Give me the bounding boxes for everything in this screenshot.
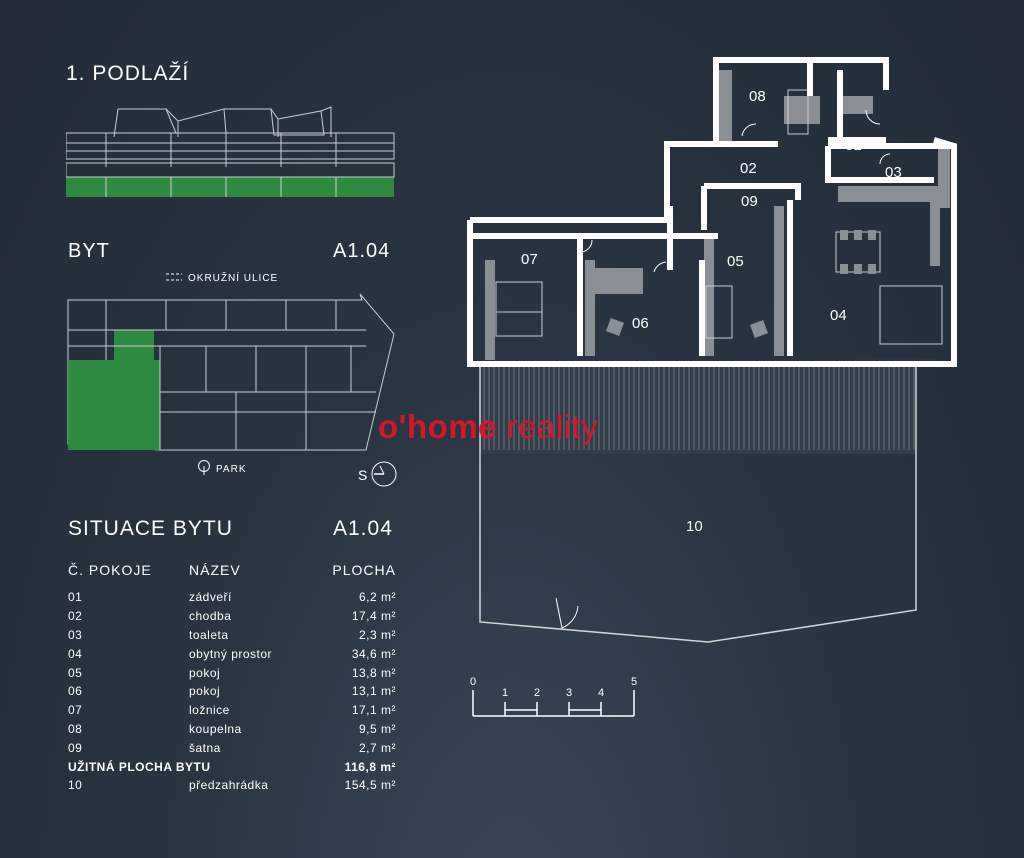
table-row: 05 pokoj 13,8 m² [68, 663, 396, 682]
room-area: 154,5 m² [344, 778, 396, 793]
room-label-02: 02 [740, 160, 757, 177]
table-row: 07 ložnice 17,1 m² [68, 701, 396, 720]
header-room-no: Č. POKOJE [68, 562, 152, 578]
room-no: 09 [68, 740, 83, 755]
room-label-04: 04 [830, 307, 847, 324]
room-label-05: 05 [727, 253, 744, 270]
room-label-06: 06 [632, 315, 649, 332]
svg-text:0: 0 [470, 676, 476, 688]
room-no: 03 [68, 627, 83, 642]
room-label-01: 01 [845, 137, 862, 154]
room-name: pokoj [189, 665, 221, 680]
elevation-ground-floor [66, 177, 394, 197]
compass-label: S [358, 467, 368, 483]
room-name: pokoj [189, 684, 221, 699]
site-apartment-highlight [68, 360, 160, 408]
room-no: 02 [68, 609, 83, 624]
room-name: šatna [189, 740, 221, 755]
room-no: 08 [68, 721, 83, 736]
byt-label: BYT [68, 240, 110, 262]
total-area: 116,8 m² [344, 759, 396, 774]
svg-text:1: 1 [502, 687, 508, 699]
room-no: 01 [68, 590, 83, 605]
room-name: obytný prostor [189, 646, 273, 661]
room-label-03: 03 [885, 164, 902, 181]
tree-icon [198, 460, 210, 475]
room-area: 17,4 m² [351, 609, 396, 624]
byt-number: A1.04 [333, 240, 391, 262]
table-row: 09 šatna 2,7 m² [68, 738, 396, 757]
room-area: 6,2 m² [358, 590, 396, 605]
room-no: 07 [68, 703, 83, 718]
total-row: UŽITNÁ PLOCHA BYTU 116,8 m² [68, 757, 396, 776]
room-name: zádveří [189, 590, 232, 605]
room-area: 2,7 m² [358, 740, 396, 755]
room-label-07: 07 [521, 251, 538, 268]
table-row: 02 chodba 17,4 m² [68, 607, 396, 626]
park-label: PARK [216, 464, 247, 475]
room-name: předzahrádka [189, 778, 269, 793]
room-area: 9,5 m² [358, 721, 396, 736]
header-name: NÁZEV [189, 562, 241, 578]
table-row: 08 koupelna 9,5 m² [68, 720, 396, 739]
scale-bar: 0 1 2 3 4 5 [470, 676, 637, 717]
site-plan [67, 293, 395, 451]
watermark-logo: o'home reality [378, 408, 598, 446]
room-table-header: Č. POKOJE NÁZEV PLOCHA [68, 562, 396, 588]
floor-plan: 08 01 02 03 09 07 05 06 04 10 [467, 57, 957, 643]
room-area: 13,8 m² [351, 665, 396, 680]
table-row: 10 předzahrádka 154,5 m² [68, 776, 396, 795]
svg-text:2: 2 [534, 687, 540, 699]
room-no: 10 [68, 778, 83, 793]
room-no: 04 [68, 646, 83, 661]
watermark-suffix: reality [497, 408, 599, 445]
building-elevation [66, 106, 395, 197]
table-row: 04 obytný prostor 34,6 m² [68, 644, 396, 663]
table-row: 01 zádveří 6,2 m² [68, 588, 396, 607]
room-area: 13,1 m² [351, 684, 396, 699]
street-icon [166, 273, 182, 281]
room-area: 17,1 m² [351, 703, 396, 718]
compass-icon [371, 461, 397, 487]
svg-text:3: 3 [566, 687, 572, 699]
room-label-10: 10 [686, 518, 703, 535]
table-row: 03 toaleta 2,3 m² [68, 626, 396, 645]
garden-door [555, 597, 579, 629]
room-no: 05 [68, 665, 83, 680]
room-table: Č. POKOJE NÁZEV PLOCHA 01 zádveří 6,2 m² 0… [68, 562, 396, 795]
watermark-brand: o'home [378, 408, 498, 445]
total-label: UŽITNÁ PLOCHA BYTU [68, 759, 211, 774]
svg-text:5: 5 [631, 676, 637, 688]
situace-title: SITUACE BYTU [68, 517, 233, 540]
situace-number: A1.04 [333, 517, 393, 540]
room-name: ložnice [189, 703, 230, 718]
table-row: 06 pokoj 13,1 m² [68, 682, 396, 701]
room-name: toaleta [189, 627, 229, 642]
room-label-08: 08 [749, 88, 766, 105]
svg-text:4: 4 [598, 687, 604, 699]
room-area: 34,6 m² [351, 646, 396, 661]
room-name: koupelna [189, 721, 242, 736]
room-area: 2,3 m² [358, 627, 396, 642]
room-name: chodba [189, 609, 232, 624]
street-label: OKRUŽNÍ ULICE [188, 273, 279, 284]
room-label-09: 09 [741, 193, 758, 210]
site-garden-highlight [68, 408, 160, 450]
floor-title: 1. PODLAŽÍ [66, 62, 190, 85]
header-area: PLOCHA [332, 562, 396, 578]
room-no: 06 [68, 684, 83, 699]
